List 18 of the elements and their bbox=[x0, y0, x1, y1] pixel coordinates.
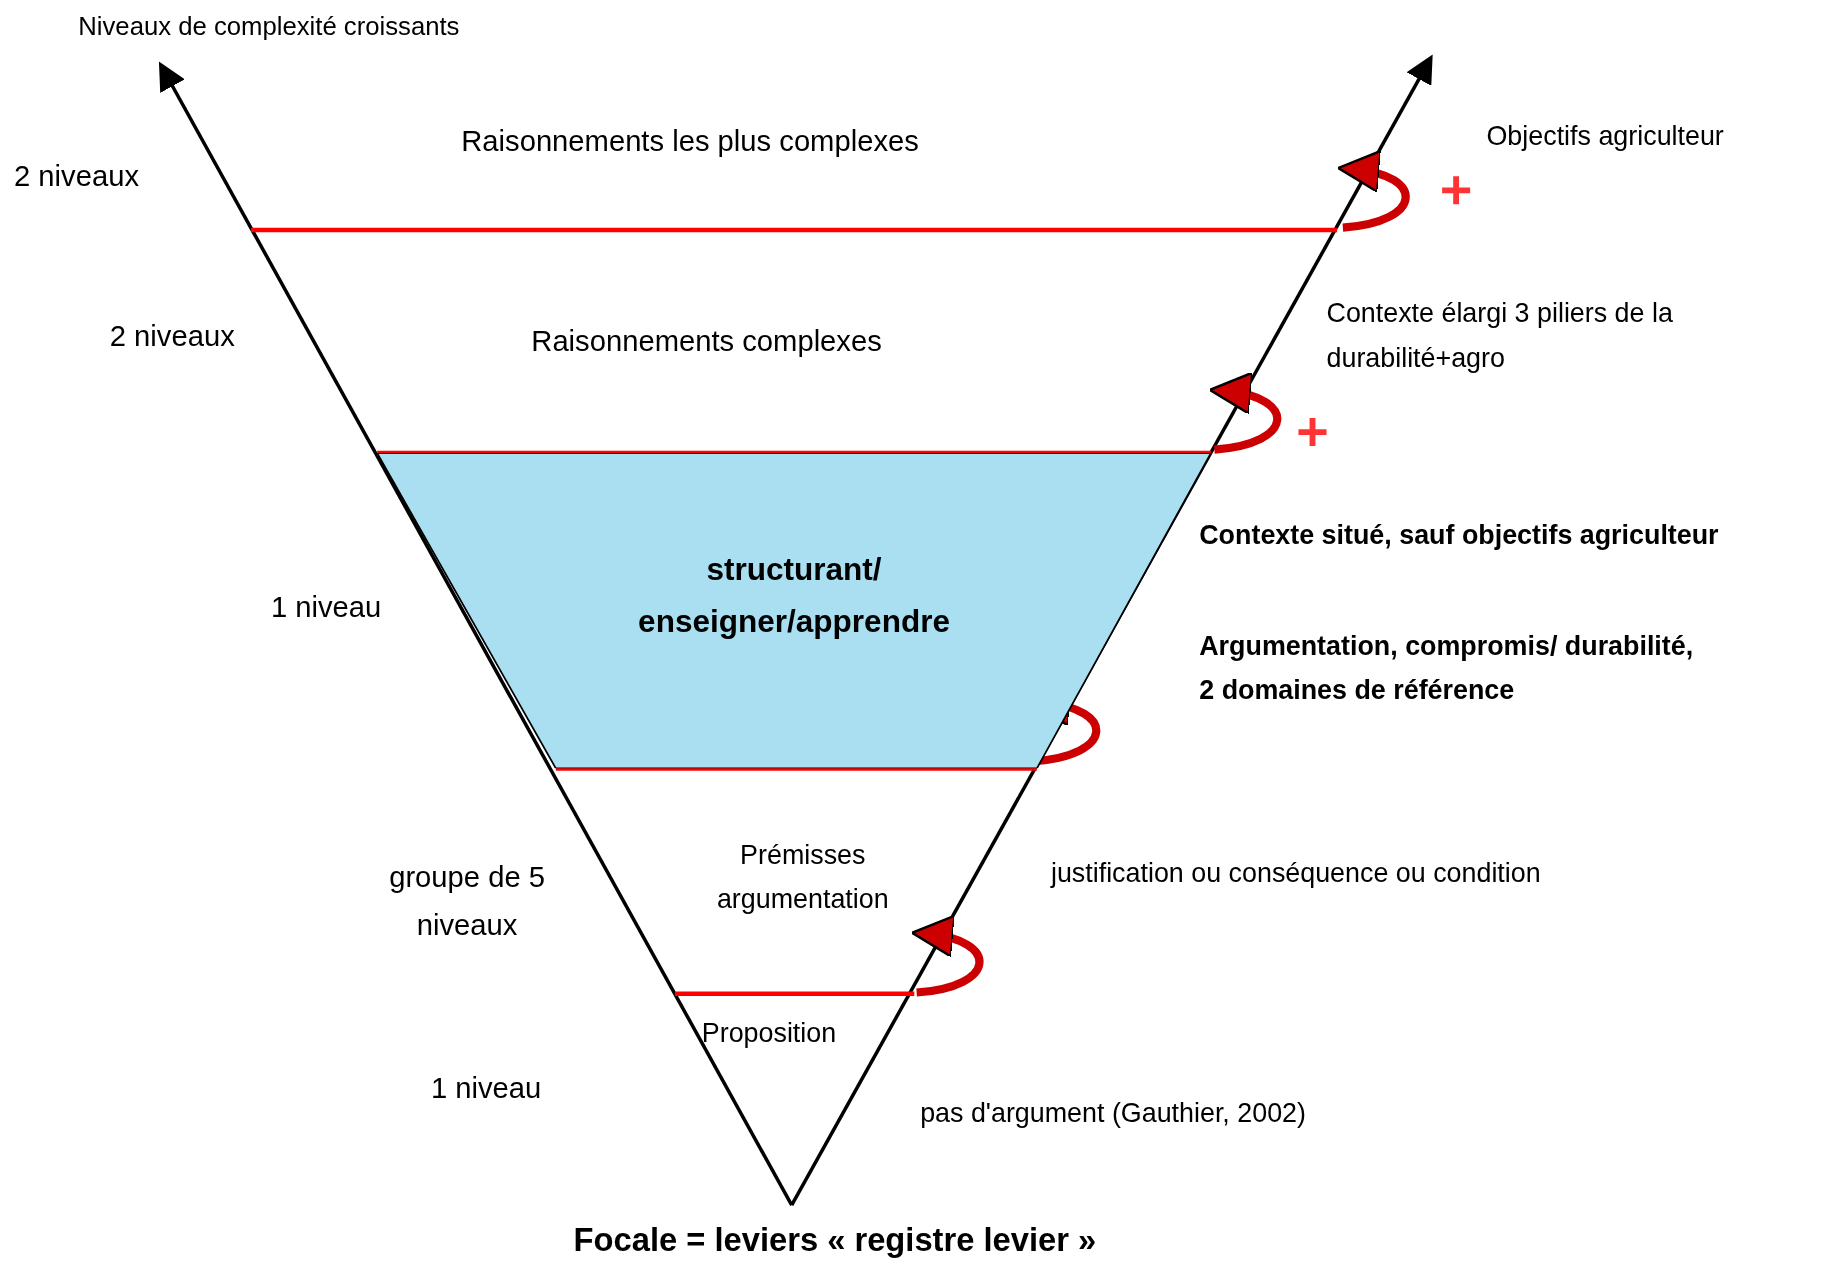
band-label: Raisonnements complexes bbox=[531, 323, 882, 360]
caption: Focale = leviers « registre levier » bbox=[572, 1221, 1098, 1259]
side-note: Argumentation, compromis/ durabilité, 2 domaines de référence bbox=[1199, 629, 1695, 708]
side-note: Contexte élargi 3 piliers de la durabilité+agro bbox=[1326, 296, 1674, 375]
level-count: 2 niveaux bbox=[14, 157, 139, 194]
level-count: 2 niveaux bbox=[109, 317, 235, 354]
level-count: 1 niveau bbox=[270, 588, 382, 625]
side-note: Objectifs agriculteur bbox=[1486, 119, 1724, 153]
band-label: structurant/ enseigner/apprendre bbox=[637, 551, 951, 641]
level-count: 1 niveau bbox=[430, 1069, 542, 1106]
band-label: Raisonnements les plus complexes bbox=[461, 122, 919, 159]
side-note: justification ou conséquence ou condition bbox=[1050, 856, 1542, 890]
axis-label: Niveaux de complexité croissants bbox=[78, 10, 460, 43]
side-note: pas d'argument (Gauthier, 2002) bbox=[920, 1096, 1306, 1130]
band-label: Proposition bbox=[701, 1016, 837, 1050]
level-count: groupe de 5 niveaux bbox=[388, 859, 546, 944]
side-note: Contexte situé, sauf objectifs agriculteur bbox=[1199, 518, 1720, 552]
band-label: Prémisses argumentation bbox=[715, 838, 890, 917]
